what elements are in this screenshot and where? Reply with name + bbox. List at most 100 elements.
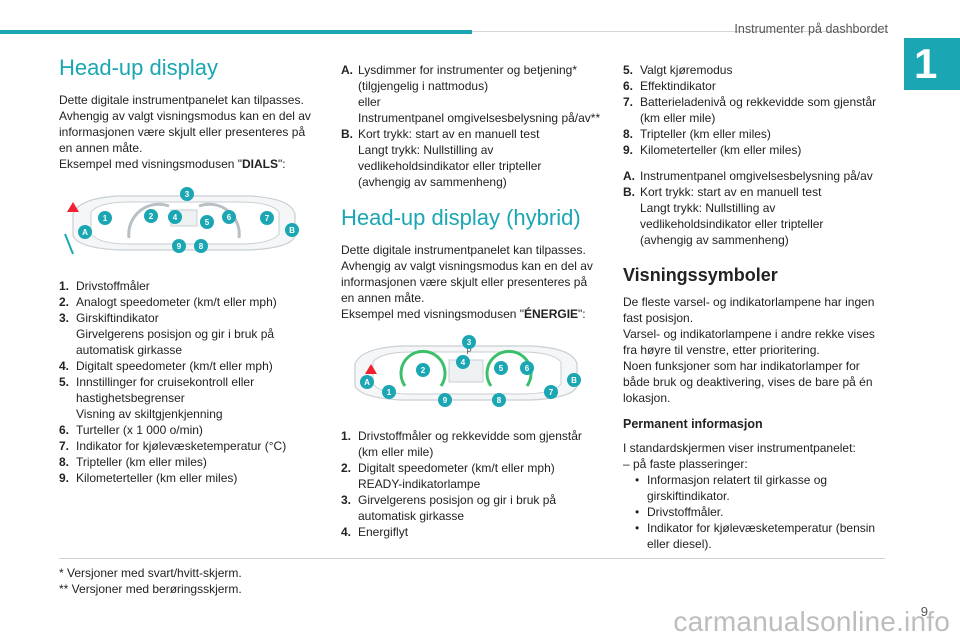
permanent-intro: I standardskjermen viser instrumentpanel…	[623, 441, 856, 455]
bullet-icon: •	[635, 505, 640, 519]
figure-marker-8	[492, 393, 506, 407]
list-item-key: 9.	[59, 471, 70, 485]
energie-legend-list: 1.Drivstoffmåler og rekkevidde som gjens…	[341, 428, 601, 540]
figure-marker-1	[98, 211, 112, 225]
figure-marker-5	[200, 215, 214, 229]
list-item: 9. Kilometerteller (km eller miles)	[59, 470, 319, 486]
svg-text:6: 6	[227, 213, 232, 222]
list-item-text: Kort trykk: start av en manuell test Lan…	[358, 127, 542, 189]
figure-marker-9	[172, 239, 186, 253]
heading-visningssymboler: Visningssymboler	[623, 265, 778, 285]
svg-text:4: 4	[173, 213, 178, 222]
intro-text-hybrid: Dette digitale instrumentpanelet kan til…	[341, 243, 593, 305]
list-item-text: Innstillinger for cruisekontroll eller h…	[76, 375, 255, 421]
watermark: carmanualsonline.info	[673, 606, 950, 637]
heading-head-up-display-hybrid: Head-up display (hybrid)	[341, 205, 581, 230]
permanent-dash-item: – på faste plasseringer:	[623, 457, 748, 471]
figure-marker-8	[194, 239, 208, 253]
bullet-item: •Drivstoffmåler.	[635, 504, 888, 520]
energie-cluster-figure: P 1 2 3 4 5 6 7 8 9 A B	[341, 334, 601, 416]
svg-text:9: 9	[443, 396, 448, 405]
list-item-key: 1.	[341, 429, 352, 443]
figure-marker-2	[144, 209, 158, 223]
list-item: 6.Effektindikator	[623, 78, 888, 94]
list-item-text: Digitalt speedometer (km/t eller mph) RE…	[358, 461, 555, 491]
svg-text:5: 5	[205, 218, 210, 227]
list-item-key: 2.	[341, 461, 352, 475]
bullet-item: •Informasjon relatert til girkasse og gi…	[635, 472, 888, 504]
list-item-key: 1.	[59, 279, 70, 293]
list-item: 8.Tripteller (km eller miles)	[623, 126, 888, 142]
list-item-key: 7.	[623, 95, 634, 109]
figure-marker-7	[544, 385, 558, 399]
symbols-paragraph-2: Varsel- og indikatorlampene i andre rekk…	[623, 327, 875, 357]
list-item-text: Analogt speedometer (km/t eller mph)	[76, 295, 277, 309]
figure-marker-4	[456, 355, 470, 369]
list-item-key: 8.	[59, 455, 70, 469]
header-accent-bar	[0, 30, 472, 34]
list-item-text: Drivstoffmåler	[76, 279, 150, 293]
list-item-key: 5.	[623, 63, 634, 77]
svg-text:P: P	[466, 347, 471, 356]
list-item-key: 9.	[623, 143, 634, 157]
example-line: Eksempel med visningsmodusen "DIALS":	[59, 157, 286, 171]
heading-permanent-informasjon: Permanent informasjon	[623, 417, 763, 431]
svg-text:7: 7	[549, 388, 554, 397]
svg-text:7: 7	[265, 214, 270, 223]
figure-marker-2	[416, 363, 430, 377]
list-item-text: Girvelgerens posisjon og gir i bruk på a…	[358, 493, 557, 523]
list-item-text: Kilometerteller (km eller miles)	[640, 143, 802, 157]
figure-marker-B	[285, 223, 299, 237]
bullet-item: • Indikator for kjølevæsketemperatur (ben…	[635, 520, 888, 552]
svg-text:2: 2	[149, 212, 154, 221]
bullet-text: Indikator for kjølevæsketemperatur (bens…	[647, 521, 876, 551]
bullet-icon: •	[635, 521, 640, 535]
footnote-2: ** Versjoner med berøringsskjerm.	[59, 582, 242, 596]
list-item: 4. Digitalt speedometer (km/t eller mph)	[59, 358, 319, 374]
figure-marker-3	[462, 335, 476, 349]
figure-marker-A	[360, 375, 374, 389]
list-item-key: 6.	[623, 79, 634, 93]
list-item-text: Indikator for kjølevæsketemperatur (°C)	[76, 439, 287, 453]
list-item: 4.Energiflyt	[341, 524, 601, 540]
list-item: 6.Turteller (x 1 000 o/min)	[59, 422, 319, 438]
list-item: 1.Drivstoffmåler og rekkevidde som gjens…	[341, 428, 601, 460]
list-item-key: 3.	[59, 311, 70, 325]
figure-marker-6	[222, 210, 236, 224]
dials-legend-list: 1. Drivstoffmåler 2. Analogt speedometer (k…	[59, 278, 319, 486]
svg-text:4: 4	[461, 358, 466, 367]
list-item-text: Digitalt speedometer (km/t eller mph)	[76, 359, 273, 373]
svg-text:A: A	[364, 378, 370, 387]
list-item-key: B.	[341, 127, 353, 141]
symbols-paragraph-1: De fleste varsel- og indikatorlampene ha…	[623, 295, 875, 325]
figure-marker-A	[78, 225, 92, 239]
list-item-text: Kort trykk: start av en manuell test Lan…	[640, 185, 824, 247]
svg-text:3: 3	[467, 338, 472, 347]
intro-text: Dette digitale instrumentpanelet kan til…	[59, 93, 311, 155]
list-item-key: 2.	[59, 295, 70, 309]
list-item-key: 5.	[59, 375, 70, 389]
control-legend-list-hybrid: A.Instrumentpanel omgivelsesbelysning på…	[623, 168, 888, 248]
list-item: B. Kort trykk: start av en manuell test L…	[341, 126, 601, 190]
list-item: 7.Batterieladenivå og rekkevidde som gje…	[623, 94, 888, 126]
chapter-number: 1	[904, 38, 960, 90]
list-item-key: 4.	[59, 359, 70, 373]
svg-text:5: 5	[499, 364, 504, 373]
list-item: A.Lysdimmer for instrumenter og betjenin…	[341, 62, 601, 126]
list-item: 5. Innstillinger for cruisekontroll eller…	[59, 374, 319, 422]
svg-text:8: 8	[497, 396, 502, 405]
section-title: Instrumenter på dashbordet	[734, 22, 888, 36]
list-item: A.Instrumentpanel omgivelsesbelysning på…	[623, 168, 888, 184]
figure-marker-5	[494, 361, 508, 375]
dials-cluster-figure: 1 2 3 4 5 6 7 8 9 A B	[59, 184, 319, 266]
list-item-key: 7.	[59, 439, 70, 453]
list-item-text: Kilometerteller (km eller miles)	[76, 471, 238, 485]
list-item-text: Energiflyt	[358, 525, 409, 539]
list-item-key: B.	[623, 185, 635, 199]
svg-text:2: 2	[421, 366, 426, 375]
list-item: 2. Analogt speedometer (km/t eller mph)	[59, 294, 319, 310]
list-item-key: A.	[623, 169, 635, 183]
bullet-text: Informasjon relatert til girkasse og gir…	[647, 473, 828, 503]
